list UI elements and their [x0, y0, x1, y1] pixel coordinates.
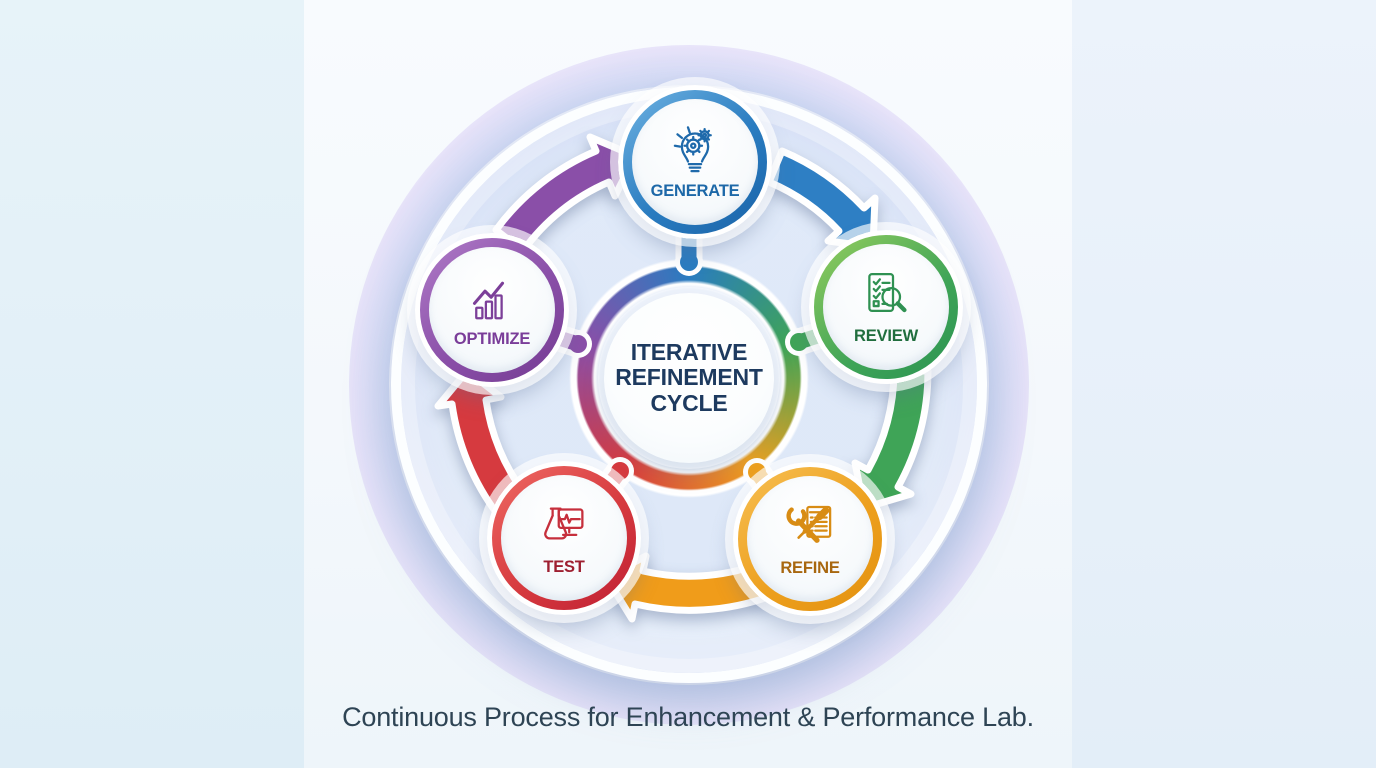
cycle-title: ITERATIVE REFINEMENT CYCLE [615, 339, 763, 416]
node-label-review: REVIEW [854, 327, 918, 345]
center-hub: ITERATIVE REFINEMENT CYCLE [604, 293, 774, 463]
node-label-test: TEST [543, 558, 585, 576]
node-label-optimize: OPTIMIZE [453, 330, 531, 348]
lightbulb-gears-icon [673, 126, 712, 173]
background-band-right [1072, 0, 1376, 768]
node-label-generate: GENERATE [650, 182, 740, 200]
growth-chart-icon [472, 281, 505, 320]
arrow-optimize-to-generate [492, 133, 639, 255]
node-label-refine: REFINE [780, 559, 840, 577]
node-optimize: OPTIMIZE [415, 233, 569, 387]
node-review: REVIEW [809, 230, 963, 384]
node-test: TEST [487, 461, 641, 615]
wrench-screwdriver-doc-icon [786, 505, 832, 543]
checklist-magnifier-icon [868, 272, 907, 313]
arrow-generate-to-review [765, 147, 879, 251]
background-band-left [0, 0, 304, 768]
flask-monitor-icon [544, 507, 584, 540]
node-generate: GENERATE [618, 85, 772, 239]
caption: Continuous Process for Enhancement & Per… [342, 702, 1034, 732]
node-refine: REFINE [733, 462, 887, 616]
